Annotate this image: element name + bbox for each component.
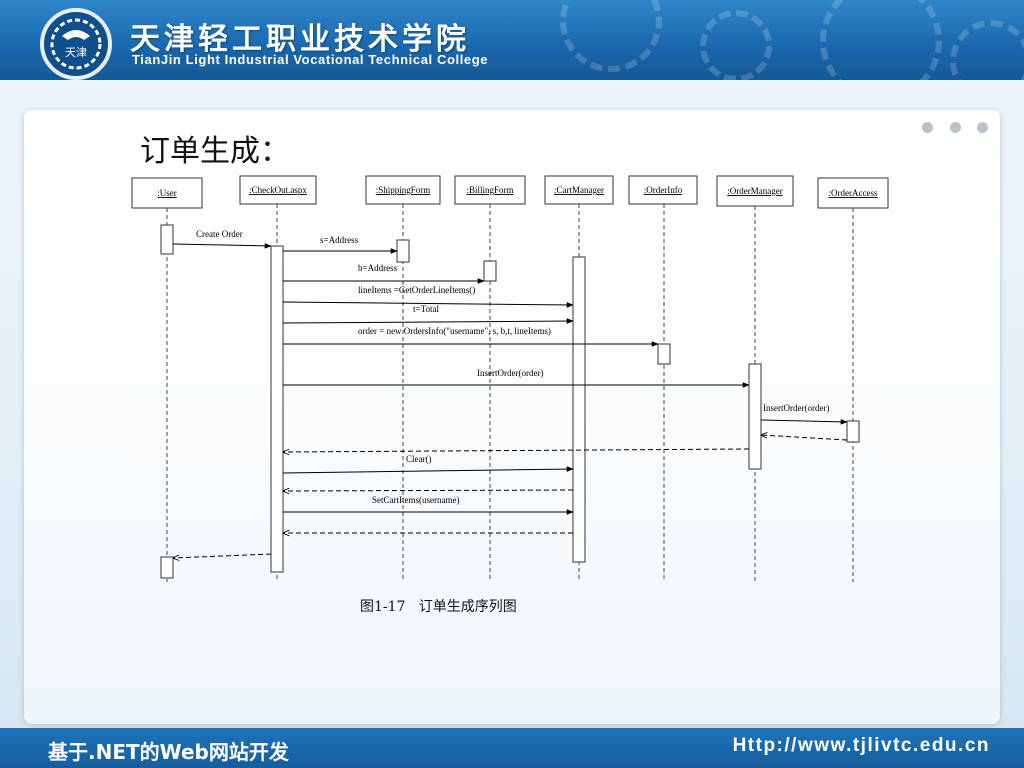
message-label: SetCartItems(username) <box>372 495 459 505</box>
message-label: InsertOrder(order) <box>477 368 543 378</box>
message-arrow <box>282 301 574 308</box>
message-label: s=Address <box>320 235 359 245</box>
object-box <box>716 175 794 207</box>
object-box <box>131 177 203 209</box>
message-arrow <box>282 318 574 324</box>
message-label: b=Address <box>358 263 398 273</box>
object-label: :ShippingForm <box>376 185 431 195</box>
message-label: order = new OrdersInfo("username", s, b,… <box>358 326 551 336</box>
object-label: :OrderManager <box>727 186 782 196</box>
slide-title: 订单生成： <box>140 134 290 169</box>
activation-bar <box>160 556 174 579</box>
activation-bar <box>748 363 762 470</box>
gear-decoration <box>950 20 1024 80</box>
course-title: 基于.NET的Web网站开发 <box>48 740 289 764</box>
message-label: lineItems =GetOrderLineItems() <box>358 285 475 295</box>
footer-bar: 基于.NET的Web网站开发 Http://www.tjlivtc.edu.cn <box>0 728 1024 768</box>
object-label: :User <box>157 188 177 198</box>
return-message-arrow <box>283 490 574 491</box>
object-box <box>454 175 526 205</box>
window-dot <box>977 122 988 133</box>
diagram-caption: 图1-17 订单生成序列图 <box>360 599 517 615</box>
return-message-arrow <box>173 553 272 558</box>
object-label: :OrderAccess <box>829 188 878 198</box>
school-name-cn: 天津轻工职业技术学院 <box>130 22 470 57</box>
activation-bar <box>396 239 410 263</box>
activation-bar <box>572 256 586 563</box>
college-logo: 天津 <box>40 8 112 80</box>
activation-bar <box>270 245 284 573</box>
logo-text: 天津 <box>65 46 87 59</box>
activation-bar <box>657 343 671 365</box>
object-label: :CheckOut.aspx <box>249 185 307 195</box>
window-dot <box>950 122 961 133</box>
message-arrow <box>282 466 574 474</box>
object-box <box>544 175 614 205</box>
activation-bar <box>483 260 497 282</box>
return-message-arrow <box>761 435 848 441</box>
school-name-en: TianJin Light Industrial Vocational Tech… <box>132 52 489 67</box>
college-url: Http://www.tjlivtc.edu.cn <box>732 735 990 756</box>
return-message-arrow <box>283 448 750 452</box>
message-arrow <box>760 419 848 425</box>
object-box <box>817 177 889 209</box>
message-label: Clear() <box>406 454 431 464</box>
object-box <box>628 175 698 205</box>
object-box <box>239 175 317 205</box>
slide-card <box>24 110 1000 724</box>
object-box <box>365 175 441 205</box>
gear-decoration <box>820 0 942 80</box>
message-label: Create Order <box>196 229 243 239</box>
message-arrow <box>172 243 272 249</box>
gear-decoration <box>560 0 662 72</box>
activation-bar <box>160 224 174 255</box>
message-label: t=Total <box>413 304 439 314</box>
window-dot <box>922 122 933 133</box>
object-label: :BillingForm <box>466 185 513 195</box>
object-label: :OrderInfo <box>644 185 683 195</box>
activation-bar <box>846 420 860 443</box>
header-banner: 天津 天津轻工职业技术学院 TianJin Light Industrial V… <box>0 0 1024 80</box>
object-label: :CartManager <box>554 185 604 195</box>
message-label: InsertOrder(order) <box>763 403 829 413</box>
gear-decoration <box>700 10 772 80</box>
